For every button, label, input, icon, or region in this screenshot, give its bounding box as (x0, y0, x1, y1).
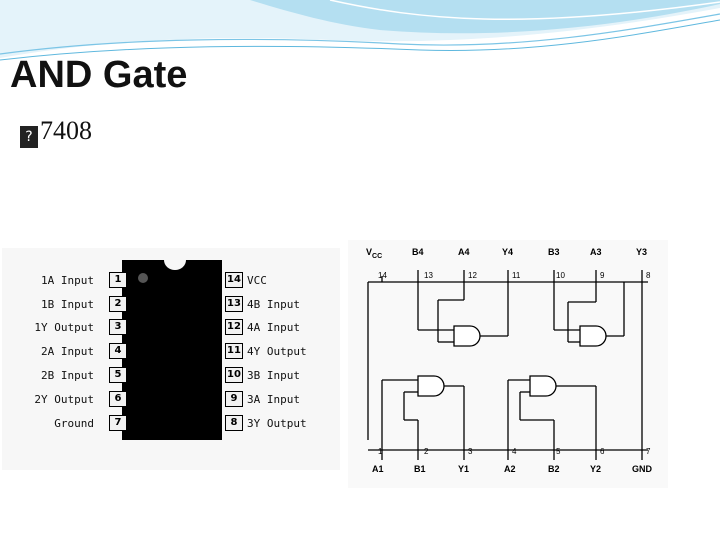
bottom-pin-5: 5 (556, 447, 561, 456)
top-label-b4: B4 (412, 247, 424, 257)
pin-number-2: 2 (109, 296, 127, 312)
top-pin-8: 8 (646, 271, 651, 280)
pin-label-10: 3B Input (247, 369, 300, 382)
bullet-item: ?7408 (20, 116, 92, 148)
bullet-glyph: ? (20, 126, 38, 148)
pin-number-8: 8 (225, 415, 243, 431)
vcc-label: VCC (366, 247, 382, 260)
pin-number-10: 10 (225, 367, 243, 383)
top-pin-9: 9 (600, 271, 605, 280)
pin-number-4: 4 (109, 343, 127, 359)
pin-label-3: 1Y Output (34, 321, 94, 334)
pin-number-11: 11 (225, 343, 243, 359)
decorative-header-swoosh (0, 0, 720, 61)
pin-number-12: 12 (225, 319, 243, 335)
bullet-text: 7408 (40, 116, 92, 145)
bottom-pin-6: 6 (600, 447, 605, 456)
pin-label-11: 4Y Output (247, 345, 307, 358)
bottom-pin-1: 1 (378, 447, 383, 456)
logic-schematic: VCC B4 A4 Y4 B3 A3 Y3 14 13 12 11 10 9 8… (366, 247, 653, 474)
bottom-label-a2: A2 (504, 464, 516, 474)
pin-label-7: Ground (54, 417, 94, 430)
pin-label-12: 4A Input (247, 321, 300, 334)
pin-number-14: 14 (225, 272, 243, 288)
pin-label-14: VCC (247, 274, 267, 287)
bottom-label-b1: B1 (414, 464, 426, 474)
slide-title: AND Gate (10, 54, 188, 96)
pin-number-6: 6 (109, 391, 127, 407)
pin-number-3: 3 (109, 319, 127, 335)
pin-number-9: 9 (225, 391, 243, 407)
chip-notch (164, 250, 186, 270)
top-pin-13: 13 (424, 271, 433, 280)
pin-label-5: 2B Input (41, 369, 94, 382)
top-pin-14: 14 (378, 271, 387, 280)
bottom-pin-4: 4 (512, 447, 517, 456)
top-label-y3: Y3 (636, 247, 647, 257)
top-label-y4: Y4 (502, 247, 513, 257)
top-label-b3: B3 (548, 247, 560, 257)
top-pin-12: 12 (468, 271, 477, 280)
bottom-label-a1: A1 (372, 464, 384, 474)
pin-number-13: 13 (225, 296, 243, 312)
bottom-pin-2: 2 (424, 447, 429, 456)
bottom-label-y1: Y1 (458, 464, 469, 474)
pin-label-8: 3Y Output (247, 417, 307, 430)
pin-label-6: 2Y Output (34, 393, 94, 406)
pin-number-5: 5 (109, 367, 127, 383)
top-label-a3: A3 (590, 247, 602, 257)
pin-number-7: 7 (109, 415, 127, 431)
top-label-a4: A4 (458, 247, 470, 257)
bottom-label-b2: B2 (548, 464, 560, 474)
top-pin-11: 11 (512, 271, 521, 280)
pin-label-9: 3A Input (247, 393, 300, 406)
pin-label-4: 2A Input (41, 345, 94, 358)
pin-label-2: 1B Input (41, 298, 94, 311)
bottom-pin-3: 3 (468, 447, 473, 456)
pin1-marker (138, 273, 148, 283)
top-pin-10: 10 (556, 271, 565, 280)
pin-number-1: 1 (109, 272, 127, 288)
bottom-label-gnd: GND (632, 464, 653, 474)
bottom-label-y2: Y2 (590, 464, 601, 474)
chip-body (122, 260, 222, 440)
bottom-pin-7: 7 (646, 447, 651, 456)
pin-label-1: 1A Input (41, 274, 94, 287)
pin-label-13: 4B Input (247, 298, 300, 311)
